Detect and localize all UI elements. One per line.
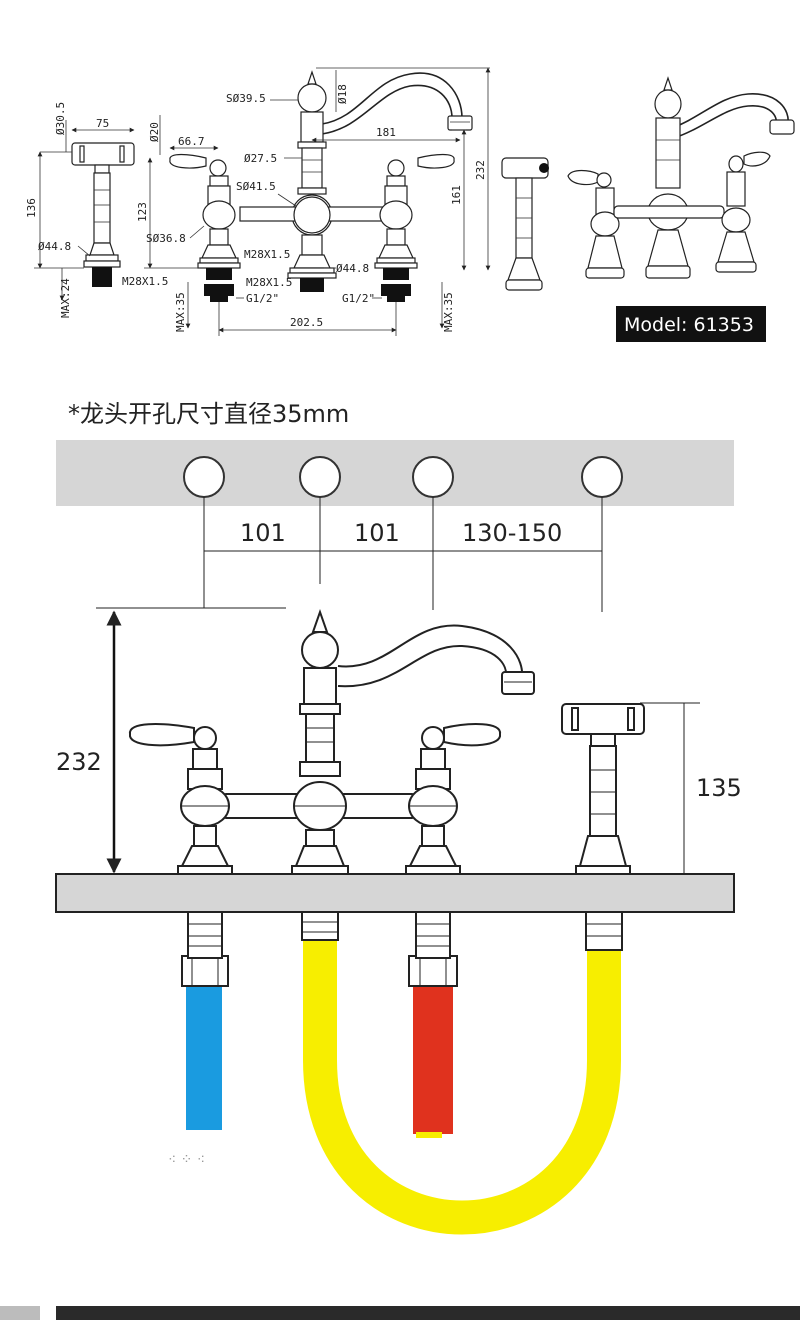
hole-1	[183, 456, 225, 498]
sprayer-hose	[303, 940, 621, 1235]
handle-dia-label: Ø20	[148, 122, 161, 142]
inlet-left-label: G1/2"	[246, 292, 279, 305]
sprayer-height-label: 135	[696, 774, 742, 802]
sprayer-thread-label: M28X1.5	[122, 275, 168, 288]
base-dia-label: Ø44.8	[336, 262, 369, 275]
product-outline-view	[501, 76, 795, 291]
model-badge: Model: 61353	[616, 306, 766, 342]
center-spout	[291, 608, 535, 875]
sprayer-width-label: 75	[96, 117, 109, 130]
handle-height-label: 123	[136, 202, 149, 222]
spout-reach-label: 181	[376, 126, 396, 139]
spacing-2-label: 101	[354, 519, 400, 547]
spout-dia-label: Ø18	[336, 84, 349, 104]
body-dia-label: Ø27.5	[244, 152, 277, 165]
hole-template-plate	[56, 440, 734, 506]
right-valve	[405, 723, 501, 875]
hole-3	[412, 456, 454, 498]
inlet-right-label: G1/2"	[342, 292, 375, 305]
spacing-3-label: 130-150	[462, 519, 562, 547]
faucet-neck-height-label: 161	[450, 185, 463, 205]
hub-sphere-label: SØ41.5	[236, 180, 276, 193]
spout-sphere-label: SØ39.5	[226, 92, 266, 105]
installation-diagram: 101 101 130-150 232 135 ⁖ ⁘ ⁖	[55, 440, 742, 1235]
side-sprayer	[561, 703, 645, 875]
technical-drawing: 75 Ø30.5 136 Ø44.8 MAX:24 M28X1.5	[25, 67, 795, 342]
faucet-front-view: 232 161 181 Ø18 SØ39.5 Ø27.5 SØ41.5 66.7…	[136, 67, 491, 336]
under-deck-shanks	[187, 911, 623, 959]
cold-hose-nut	[181, 955, 229, 987]
hole-2	[299, 456, 341, 498]
faucet-height-label: 232	[56, 748, 102, 776]
right-lever-handle	[443, 723, 501, 747]
model-label: Model: 61353	[624, 314, 754, 336]
sprayer-dia-top-label: Ø30.5	[54, 102, 67, 135]
hot-water-hose	[413, 982, 453, 1134]
faucet-total-height-label: 232	[474, 160, 487, 180]
left-lever-handle	[129, 723, 195, 747]
max-right-label: MAX:35	[442, 292, 455, 332]
footer-bar	[56, 1306, 800, 1320]
left-valve	[129, 723, 233, 875]
cold-water-hose	[186, 982, 222, 1130]
footer-bar-left	[0, 1306, 40, 1320]
sprayer-base-dia-label: Ø44.8	[38, 240, 71, 253]
sprayer-height-label: 136	[25, 198, 38, 218]
max-left-label: MAX:35	[174, 292, 187, 332]
hole-4	[581, 456, 623, 498]
valve-sphere-label: SØ36.8	[146, 232, 186, 245]
handle-width-label: 66.7	[178, 135, 205, 148]
hot-hose-nut	[408, 955, 458, 987]
sprayer-max-label: MAX:24	[59, 278, 72, 318]
faint-marks: ⁖ ⁘ ⁖	[168, 1152, 205, 1168]
spacing-1-label: 101	[240, 519, 286, 547]
thread-left-label: M28X1.5	[246, 276, 292, 289]
hole-size-note: *龙头开孔尺寸直径35mm	[68, 400, 349, 428]
sprayer-front-view: 75 Ø30.5 136 Ø44.8 MAX:24 M28X1.5	[25, 102, 168, 318]
thread-mid-label: M28X1.5	[244, 248, 290, 261]
countertop-deck	[55, 873, 735, 913]
center-spread-label: 202.5	[290, 316, 323, 329]
